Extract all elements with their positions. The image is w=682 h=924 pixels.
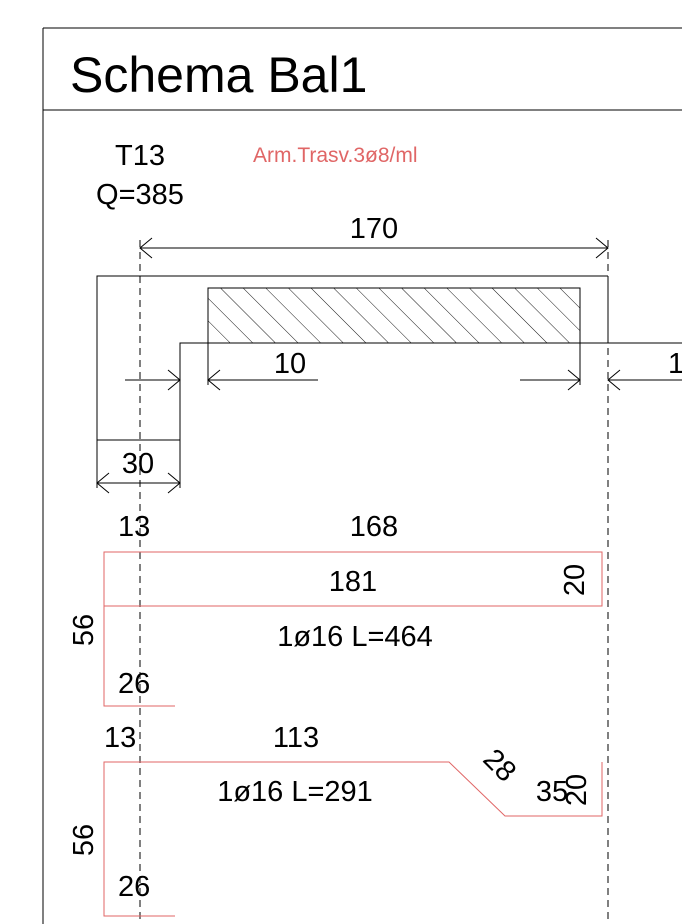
bar2-spec-label: 1ø16 L=291 (217, 776, 373, 808)
bar1-left-leg-label: 13 (118, 511, 150, 543)
section-type-label: T13 (115, 140, 165, 172)
bar1-bottom-leg-label: 26 (118, 668, 150, 700)
bar1-top-length-label: 168 (350, 511, 398, 543)
overall-width-dimension (139, 237, 609, 259)
bar1-spec-label: 1ø16 L=464 (277, 621, 433, 653)
bar2-diagonal-label: 28 (477, 743, 522, 788)
bar2-bottom-leg-label: 26 (118, 871, 150, 903)
title-block: Schema Bal1 (42, 27, 682, 924)
bar1-end-height-label: 20 (559, 564, 591, 596)
bar2-top-length-label: 113 (273, 722, 319, 754)
bar1-inner-length-label: 181 (329, 566, 377, 598)
hatched-slab (207, 287, 581, 344)
bar2-tail-length-label: 35 (536, 776, 568, 808)
overall-width-label: 170 (350, 213, 398, 245)
page-title: Schema Bal1 (70, 47, 367, 103)
reference-lines (139, 240, 609, 924)
rebar-1 (103, 551, 603, 707)
rebar-2 (103, 761, 603, 917)
bar2-height-label: 56 (68, 824, 100, 856)
bar2-left-leg-label: 13 (104, 722, 136, 754)
bar1-height-label: 56 (68, 614, 100, 646)
right-partial-label: 1 (668, 348, 682, 380)
stem-width-label: 30 (122, 448, 154, 480)
elevation-label: Q=385 (96, 179, 184, 211)
bar2-end-height-label: 20 (561, 774, 593, 806)
transverse-reinforcement-label: Arm.Trasv.3ø8/ml (253, 144, 418, 167)
stem-width-dimension (96, 440, 181, 494)
slab-offset-label: 10 (274, 348, 306, 380)
slab-offset-dimension (125, 343, 682, 391)
